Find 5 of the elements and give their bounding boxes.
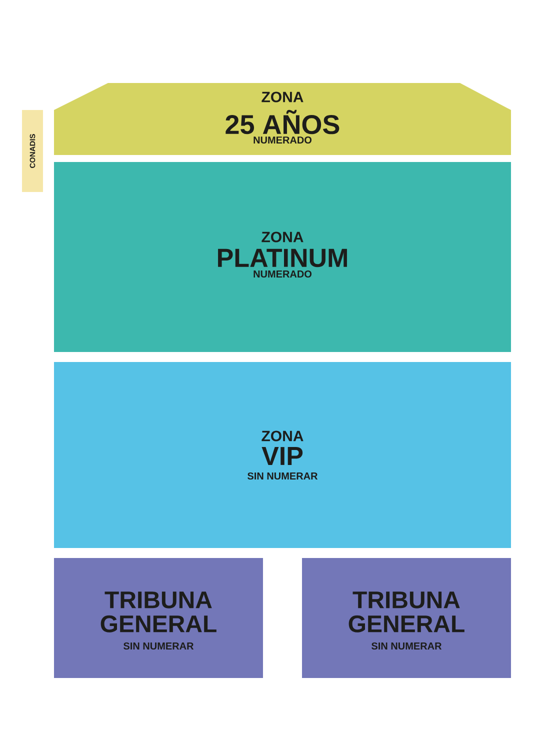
- seating-section: TRIBUNA GENERAL SIN NUMERAR: [54, 558, 263, 678]
- seating-section: ZONA PLATINUM NUMERADO: [54, 162, 511, 352]
- seating-section: ZONA 25 AÑOS NUMERADO: [54, 83, 511, 155]
- seating-section: TRIBUNA GENERAL SIN NUMERAR: [302, 558, 511, 678]
- seating-section: ZONA VIP SIN NUMERAR: [54, 362, 511, 548]
